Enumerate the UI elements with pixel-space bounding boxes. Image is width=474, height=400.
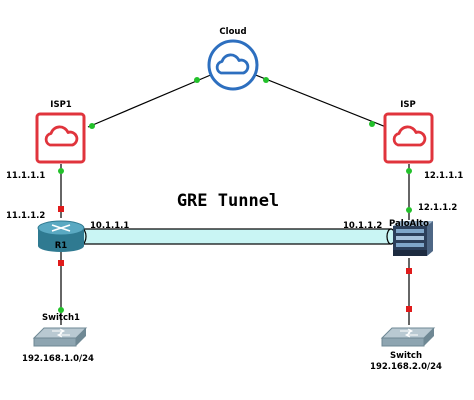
- link-status-up: [58, 168, 64, 174]
- ip-paloalto-tunnel-interface: 10.1.1.2: [343, 221, 382, 231]
- ip-r1-tunnel-interface: 10.1.1.1: [90, 221, 129, 231]
- link-status-up: [263, 77, 269, 83]
- link-status-up: [58, 307, 64, 313]
- link-status-up: [194, 77, 200, 83]
- diagram-title: GRE Tunnel: [177, 191, 279, 211]
- isp1-icon: [35, 112, 86, 164]
- paloalto-node[interactable]: [393, 221, 433, 256]
- firewall-icon: [393, 221, 433, 256]
- link-cloud-isp: [252, 73, 387, 128]
- link-cloud-isp1: [87, 73, 214, 128]
- link-status-down: [406, 306, 412, 312]
- paloalto-label: PaloAlto: [389, 219, 429, 229]
- router-icon: [37, 220, 85, 252]
- r1-label: R1: [55, 241, 68, 251]
- cloud-shape-icon: [215, 53, 250, 75]
- gre-tunnel: [77, 228, 396, 245]
- r1-node[interactable]: [37, 220, 85, 252]
- isp-cloud-icon: [392, 125, 427, 147]
- link-status-down: [58, 260, 64, 266]
- cloud-icon: [207, 39, 259, 91]
- link-status-up: [369, 121, 375, 127]
- link-status-up: [89, 123, 95, 129]
- isp-icon: [383, 112, 434, 164]
- switch1-node[interactable]: [32, 327, 88, 347]
- ip-paloalto-wan-interface: 12.1.1.2: [418, 203, 457, 213]
- link-status-down: [58, 206, 64, 212]
- link-status-down: [406, 268, 412, 274]
- isp1-node[interactable]: [35, 112, 86, 164]
- link-status-up: [406, 168, 412, 174]
- link-status-up: [406, 207, 412, 213]
- switch-node[interactable]: [380, 327, 436, 347]
- cloud-node[interactable]: [207, 39, 259, 91]
- ip-r1-wan-interface: 11.1.1.2: [6, 211, 45, 221]
- cloud-label: Cloud: [219, 27, 246, 37]
- ip-isp-interface: 12.1.1.1: [424, 171, 463, 181]
- isp-node[interactable]: [383, 112, 434, 164]
- isp1-cloud-icon: [44, 125, 79, 147]
- switch1-subnet-label: 192.168.1.0/24: [22, 354, 94, 364]
- switch1-label: Switch1: [42, 313, 80, 323]
- isp1-label: ISP1: [50, 100, 72, 110]
- isp-label: ISP: [400, 100, 416, 110]
- switch-icon: [380, 327, 436, 347]
- ip-isp1-interface: 11.1.1.1: [6, 171, 45, 181]
- switch-label: Switch: [390, 351, 422, 361]
- switch-icon: [32, 327, 88, 347]
- switch-subnet-label: 192.168.2.0/24: [370, 362, 442, 372]
